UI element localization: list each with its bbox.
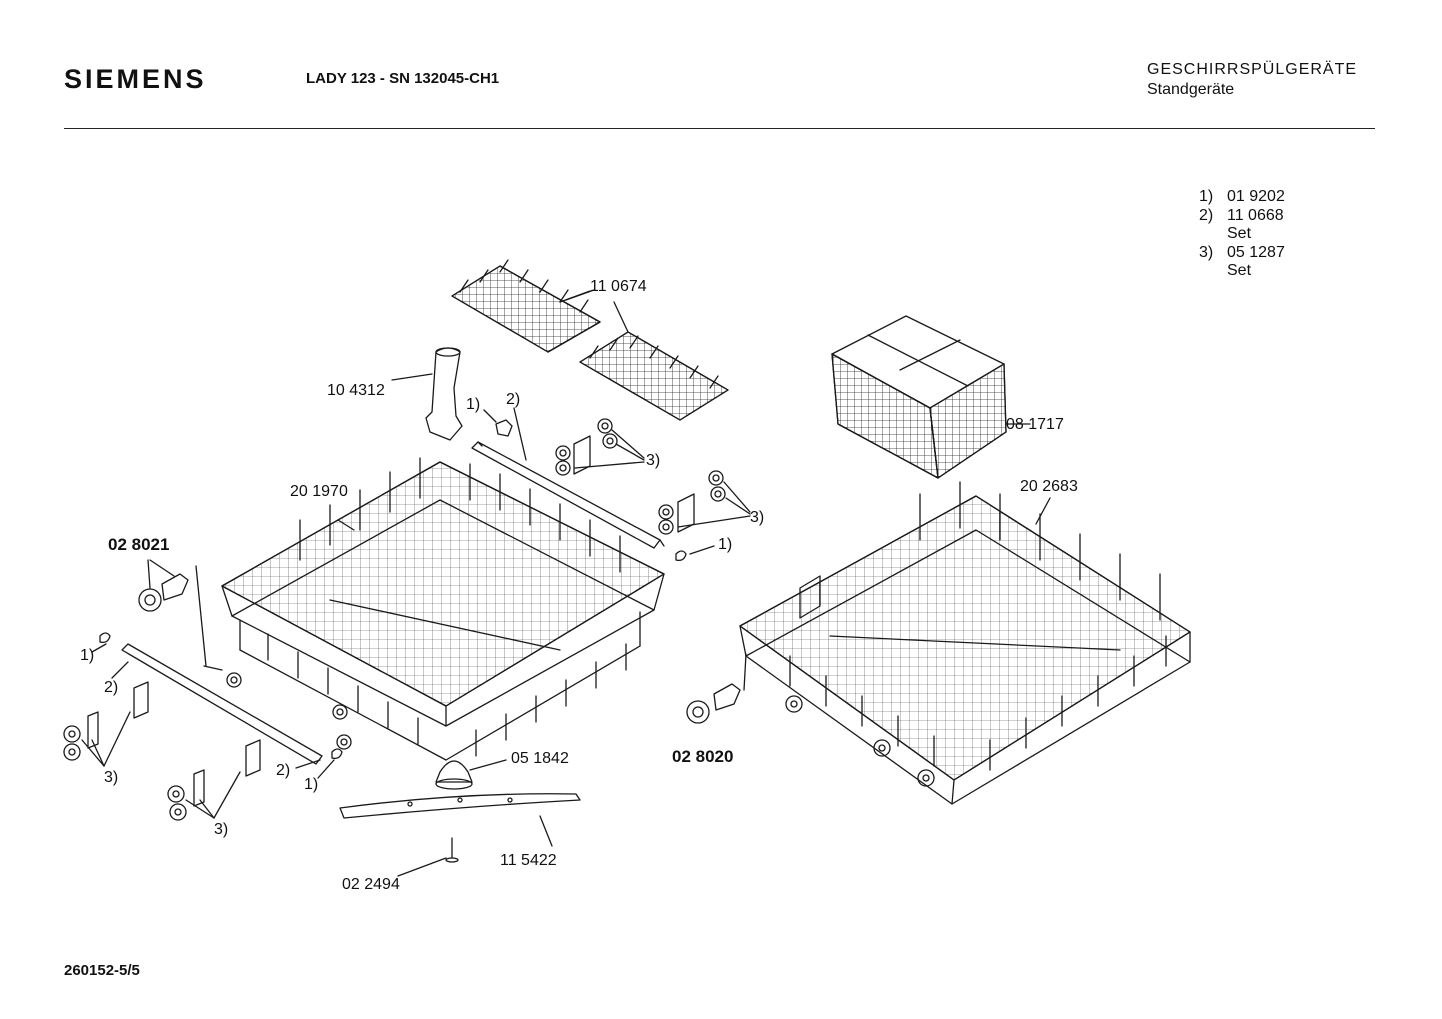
part-label-110674: 11 0674 — [590, 278, 647, 295]
legend-row-3: 3) 05 1287 — [1199, 244, 1285, 263]
ref-label-2: 2) — [276, 762, 291, 779]
part-label-104312: 10 4312 — [327, 382, 385, 399]
header-divider — [64, 128, 1375, 129]
upper-basket-part — [221, 457, 665, 761]
guide-rail-part — [91, 632, 343, 779]
part-label-201970: 20 1970 — [290, 483, 348, 500]
part-label-202683: 20 2683 — [1020, 478, 1078, 495]
spray-arm-part — [339, 759, 581, 877]
legend-row-2-note: Set — [1199, 225, 1285, 244]
roller-set-part — [555, 418, 751, 562]
ref-label-1: 1) — [718, 536, 733, 553]
legend-note: Set — [1227, 262, 1252, 279]
part-label-028020: 02 8020 — [672, 747, 734, 766]
basket-wheel-part — [686, 653, 747, 724]
legend-code: 11 0668 — [1227, 206, 1284, 224]
clip-part — [483, 407, 527, 461]
part-label-115422: 11 5422 — [500, 852, 557, 869]
basket-wheel-part — [138, 559, 223, 671]
cutlery-insert-part — [451, 259, 729, 421]
ref-label-2: 2) — [104, 679, 119, 696]
ref-label-3: 3) — [646, 452, 661, 469]
legend-row-3-note: Set — [1199, 262, 1285, 281]
brand-logo: SIEMENS — [64, 64, 207, 94]
legend-num: 2) — [1199, 206, 1214, 224]
legend-code: 05 1287 — [1227, 243, 1285, 261]
legend-code: 01 9202 — [1227, 188, 1285, 205]
legend-note: Set — [1227, 225, 1252, 242]
footer-code: 260152-5/5 — [64, 962, 140, 979]
part-label-022494: 02 2494 — [342, 876, 400, 893]
part-label-028021: 02 8021 — [108, 535, 170, 554]
legend-row-1: 1) 01 9202 — [1199, 188, 1285, 207]
ref-label-3: 3) — [214, 821, 229, 838]
model-title: LADY 123 - SN 132045-CH1 — [306, 70, 500, 87]
part-label-051842: 05 1842 — [511, 750, 569, 767]
cutlery-basket-part — [831, 315, 1031, 479]
legend-row-2: 2) 11 0668 — [1199, 207, 1285, 226]
part-label-081717: 08 1717 — [1006, 416, 1064, 433]
roller-set-part — [63, 681, 261, 821]
legend-num: 3) — [1199, 243, 1214, 261]
guide-rail-part — [471, 441, 665, 549]
ref-label-1: 1) — [80, 647, 95, 664]
ref-label-2: 2) — [506, 391, 521, 408]
ref-label-1: 1) — [304, 776, 319, 793]
leader-lines — [565, 289, 595, 301]
legend-num: 1) — [1199, 188, 1214, 205]
subcategory-title: Standgeräte — [1147, 81, 1235, 98]
ref-label-3: 3) — [104, 769, 119, 786]
legend: 1) 01 9202 2) 11 0668 Set 3) 05 1287 Set — [1199, 188, 1285, 281]
ref-label-3: 3) — [750, 509, 765, 526]
ref-label-1: 1) — [466, 396, 481, 413]
cup-holder-part — [391, 347, 463, 441]
lower-basket-part — [739, 481, 1191, 805]
category-title: GESCHIRRSPÜLGERÄTE — [1147, 61, 1358, 78]
